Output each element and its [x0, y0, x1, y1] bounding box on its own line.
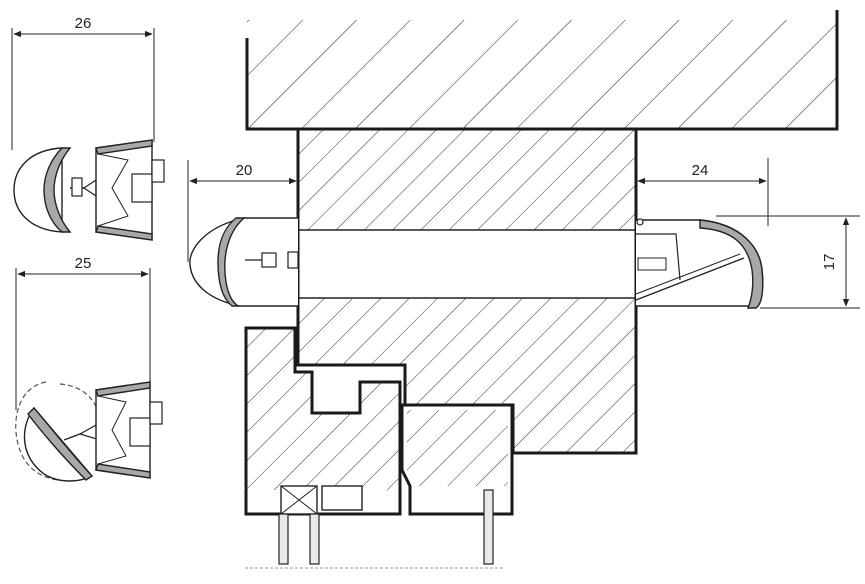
door-frame-section: [296, 127, 638, 455]
wall-section: [245, 10, 839, 131]
dimension-label-25: 25: [75, 255, 92, 272]
dimension-25: 25: [15, 255, 151, 410]
dimension-20: 20: [187, 160, 297, 262]
detail-closed-fitting: [13, 139, 165, 241]
dimension-17: 17: [716, 215, 860, 309]
dimension-26: 26: [11, 15, 155, 150]
dimension-label-20: 20: [236, 162, 253, 179]
dimension-label-17: 17: [821, 254, 838, 271]
dimension-label-24: 24: [692, 162, 709, 179]
right-closer-arm: [635, 218, 764, 309]
left-closer-mounted: [189, 217, 299, 307]
dimension-24: 24: [637, 158, 769, 226]
dimension-label-26: 26: [75, 15, 92, 32]
door-leaf-section: [244, 326, 402, 516]
second-leaf-section: [400, 403, 514, 516]
floor-posts: [278, 489, 494, 565]
detail-open-fitting: [15, 381, 163, 482]
